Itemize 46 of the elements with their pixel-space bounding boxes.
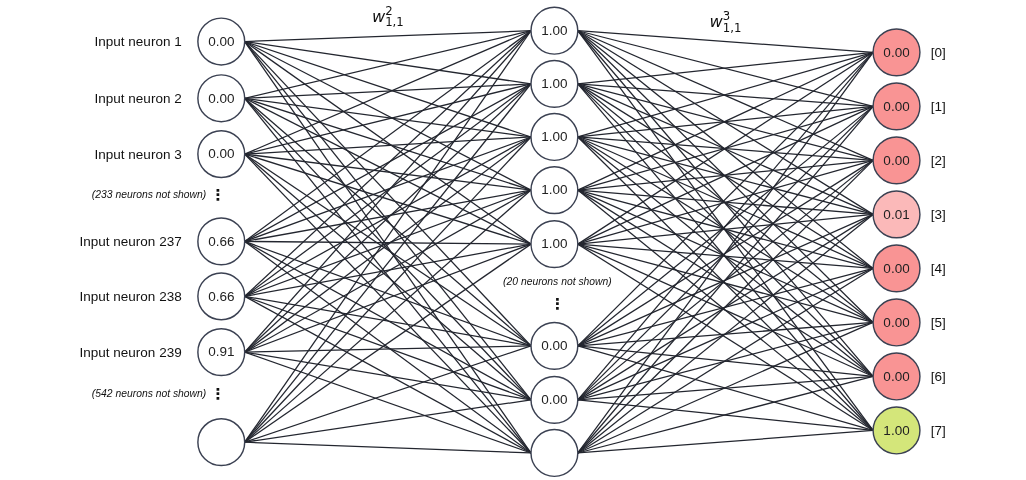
ellipsis-mark: ⋮ [210,186,226,203]
neuron-name-label: Input neuron 1 [94,34,182,50]
neuron-circle [197,418,246,467]
output-index-label: [4] [931,260,947,276]
neuron-circle: 1.00 [530,112,579,162]
neuron-circle: 0.00 [872,298,921,347]
note-label: (542 neurons not shown) [91,387,207,400]
neuron-circle: 0.00 [872,352,921,401]
connection-line [244,189,532,353]
output-index-label: [1] [931,98,947,114]
ellipsis-mark: ⋮ [210,385,226,402]
output-index-label: [2] [931,152,947,168]
neuron-circle: 0.66 [197,217,246,266]
neuron-name-label: Input neuron 237 [79,233,182,249]
neuron-circle: 0.00 [197,17,246,66]
neuron-name-label: Input neuron 3 [94,146,182,162]
neuron-name-label: Input neuron 2 [94,90,182,106]
neuron-circle: 0.00 [872,244,921,293]
ellipsis-mark: ⋮ [549,296,566,313]
connection-line [244,30,532,155]
neuron-circle [530,428,579,478]
neuron-circle: 1.00 [530,220,579,269]
neuron-circle: 1.00 [530,6,579,55]
neuron-circle: 1.00 [530,165,579,215]
output-index-label: [0] [931,44,947,60]
output-index-label: [5] [931,314,947,330]
neuron-circle: 0.91 [197,328,246,377]
neuron-circle: 0.00 [197,129,246,179]
neuron-name-label: Input neuron 239 [79,344,182,360]
output-index-label: [7] [931,423,947,438]
neuron-circle: 0.00 [872,136,921,185]
output-index-label: [6] [931,368,947,384]
neuron-circle: 1.00 [872,406,921,455]
neuron-circle: 0.00 [197,74,246,123]
neuron-circle: 0.66 [197,272,246,321]
connection-line [244,295,532,454]
neuron-circle: 1.00 [530,59,579,108]
neuron-name-label: Input neuron 238 [79,288,182,304]
neuron-circle: 0.01 [872,190,921,239]
note-label: (20 neurons not shown) [503,276,612,288]
note-label: (233 neurons not shown) [91,188,207,201]
neuron-circle: 0.00 [872,28,921,77]
output-index-label: [3] [931,206,947,222]
neuron-circle: 0.00 [530,321,579,370]
neuron-circle: 0.00 [872,82,921,131]
neuron-circle: 0.00 [530,375,579,424]
